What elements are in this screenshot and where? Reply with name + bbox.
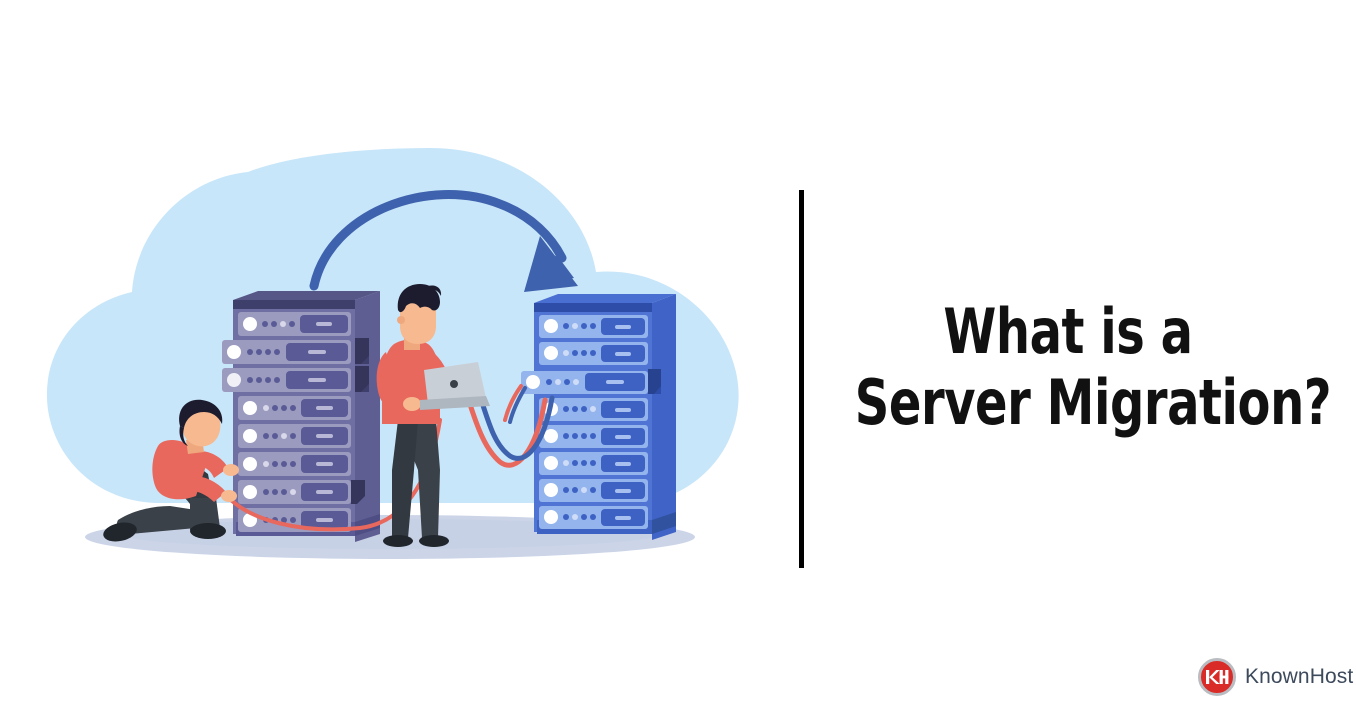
source-server-rack [222, 291, 380, 542]
target-server-rack [521, 294, 676, 540]
server-migration-illustration [46, 148, 739, 559]
page-title-line-1: What is a [943, 295, 1193, 368]
target-rack-unit [539, 398, 648, 421]
source-rack-unit-pulled [222, 338, 369, 364]
source-rack-unit [238, 480, 365, 504]
knownhost-badge-icon [1198, 658, 1236, 696]
target-rack-unit-pulled [521, 369, 661, 394]
source-rack-unit [238, 424, 351, 448]
target-rack-unit [539, 342, 648, 365]
target-rack-unit [539, 479, 648, 502]
standing-technician-with-laptop [376, 284, 490, 547]
source-rack-unit [238, 396, 351, 420]
target-rack-unit [539, 452, 648, 475]
laptop [420, 362, 490, 410]
target-rack-unit [539, 506, 648, 529]
source-rack-unit [238, 452, 351, 476]
page-title: What is a Server Migration? [854, 295, 1332, 439]
migration-arrow-icon [309, 190, 578, 292]
target-rack-unit [539, 425, 648, 448]
knownhost-wordmark: KnownHost [1245, 665, 1354, 688]
page-title-line-2: Server Migration? [854, 366, 1332, 439]
source-rack-unit-pulled [222, 366, 369, 392]
target-rack-unit [539, 315, 648, 338]
knownhost-logo[interactable]: KnownHost [1198, 658, 1353, 696]
vertical-divider [799, 190, 804, 568]
source-rack-unit [238, 312, 351, 336]
kneeling-technician [103, 399, 239, 542]
